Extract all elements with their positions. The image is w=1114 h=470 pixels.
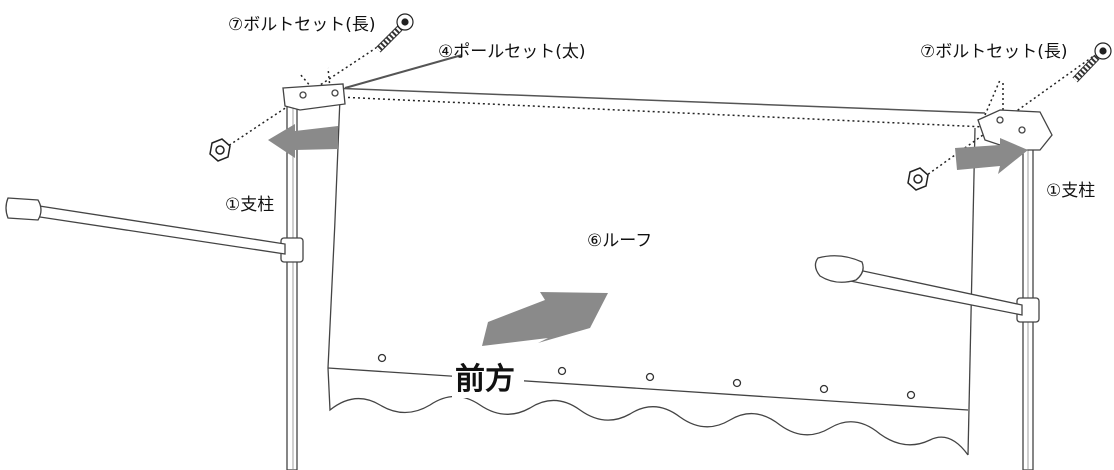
pole-leader-line [344, 54, 463, 89]
label-bolt-left: ⑦ボルトセット(長) [228, 15, 376, 35]
label-bolt-right: ⑦ボルトセット(長) [920, 42, 1068, 62]
dotted-guide-lines [224, 31, 1096, 181]
arrow-right-icon [955, 138, 1028, 174]
label-post-right: ①支柱 [1046, 181, 1095, 201]
label-roof: ⑥ルーフ [587, 231, 652, 251]
front-arrow-icon [482, 292, 608, 346]
nut-right-icon [907, 167, 929, 191]
bolt-right-icon [1072, 42, 1112, 83]
right-arm [814, 255, 1023, 316]
arrow-left-icon [268, 124, 338, 158]
right-post [977, 109, 1053, 470]
label-pole-thick: ④ポールセット(太) [438, 42, 586, 62]
nut-left-icon [209, 138, 231, 162]
grommets [377, 353, 916, 400]
left-post [280, 83, 346, 470]
label-front: 前方 [455, 362, 515, 397]
roof-panel [327, 87, 986, 456]
bolt-left-icon [375, 13, 414, 53]
label-post-left: ①支柱 [225, 195, 274, 215]
left-arm [5, 197, 286, 255]
